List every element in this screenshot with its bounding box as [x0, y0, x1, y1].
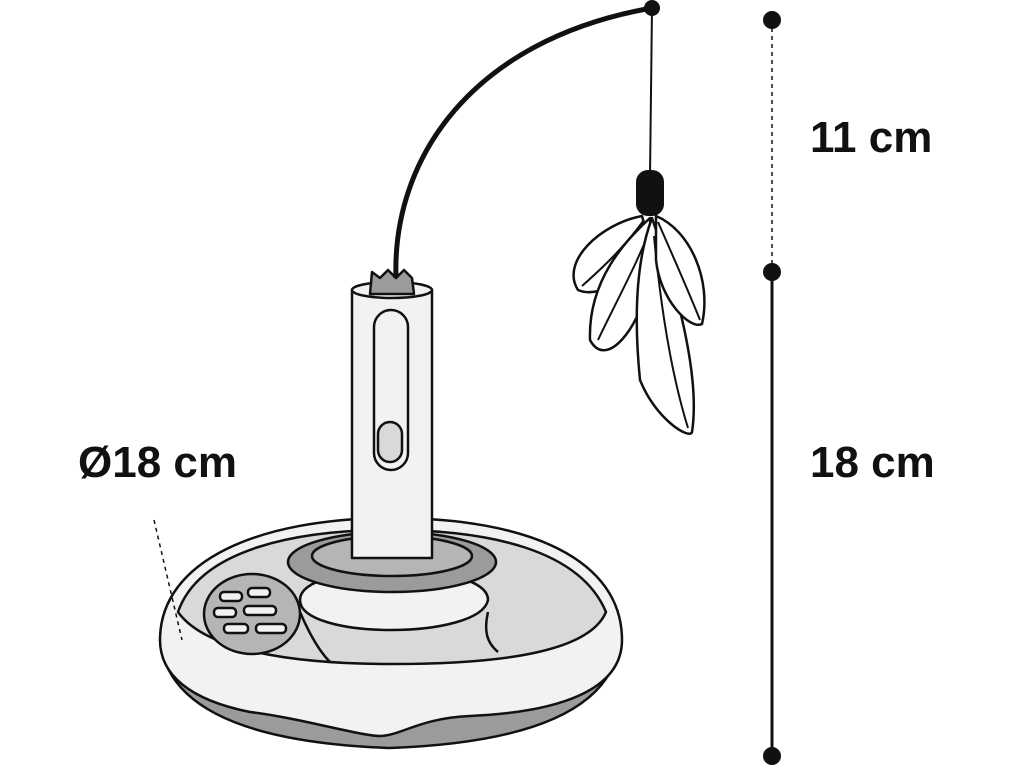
dimension-endpoint — [763, 263, 781, 281]
diameter-label: Ø18 cm — [78, 438, 237, 487]
dimension-endpoint — [763, 11, 781, 29]
top-height-label: 11 cm — [810, 113, 932, 162]
toy-post — [350, 268, 434, 560]
wand-holder — [368, 268, 416, 296]
main-height-label: 18 cm — [810, 438, 935, 487]
wand — [393, 0, 664, 279]
height-dimension — [763, 11, 781, 765]
feathers — [572, 214, 706, 435]
dimension-endpoint — [763, 747, 781, 765]
post-switch — [376, 420, 404, 464]
wand-string — [649, 7, 653, 177]
feather-clip — [636, 170, 664, 216]
post-slot — [372, 308, 410, 472]
trough-divider — [484, 611, 499, 653]
wand-rod — [393, 5, 653, 279]
feather-vein — [657, 221, 701, 321]
trough-divider — [298, 611, 331, 663]
track-ball — [202, 572, 302, 656]
toy-base — [158, 516, 624, 750]
